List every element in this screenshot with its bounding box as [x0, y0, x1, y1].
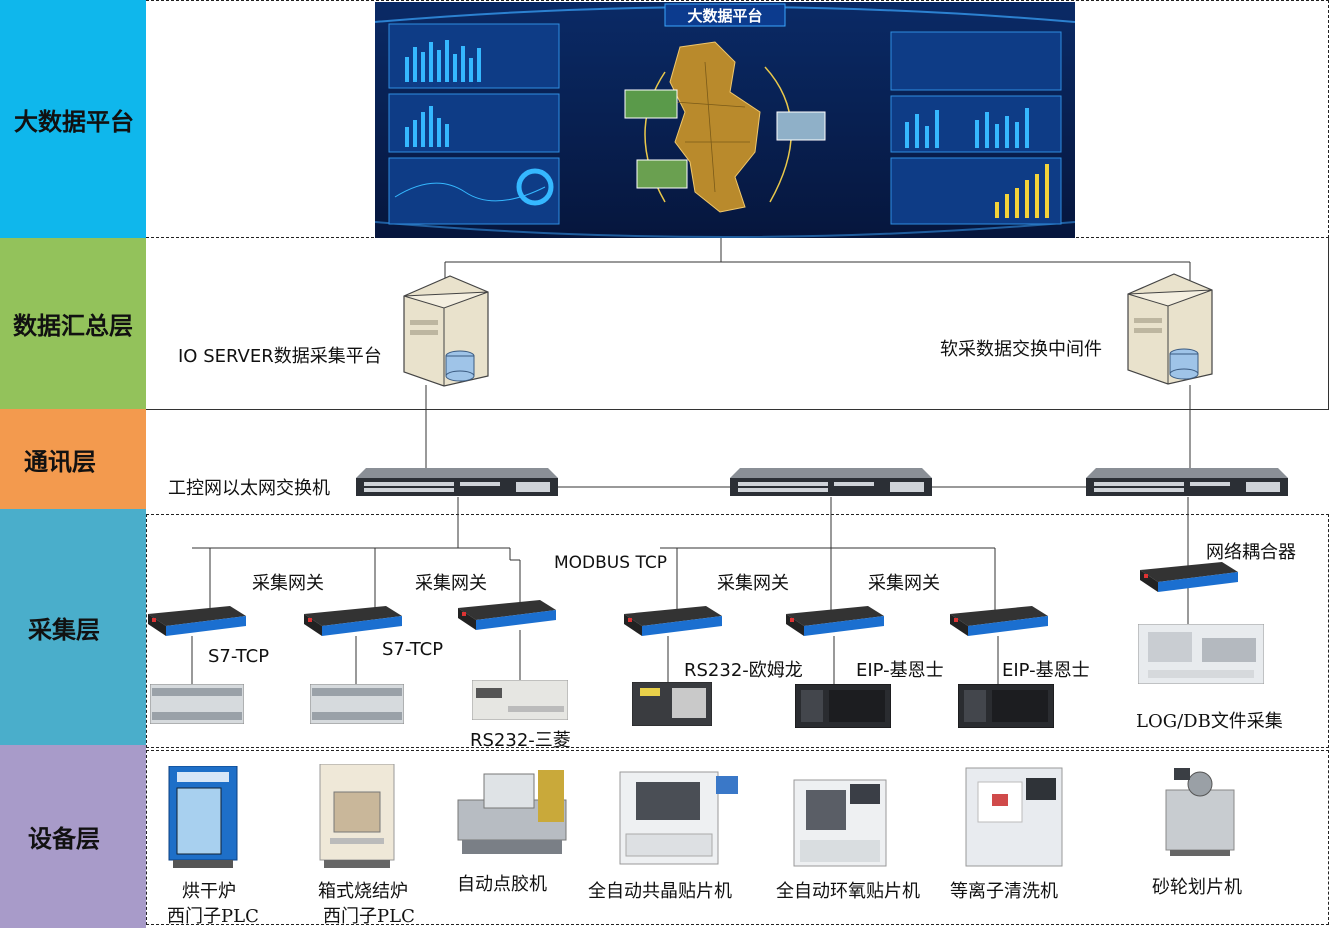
ethernet-switch-3: [1086, 468, 1288, 496]
industrial-pc: [1138, 624, 1264, 684]
ethernet-switch-1: [356, 468, 558, 496]
gateway-2: [304, 606, 402, 636]
epoxy-die-bonder-image: [793, 779, 887, 867]
gateway-label-2: 采集网关: [415, 573, 487, 594]
device-3-label: 自动点胶机: [457, 874, 547, 895]
acquisition-zone: [146, 514, 1329, 748]
device-4-label: 全自动共晶贴片机: [588, 881, 732, 902]
layer-label-device: 设备层: [0, 745, 146, 928]
dicing-saw-image: [1165, 768, 1235, 856]
ethernet-switch-2: [730, 468, 932, 496]
protocol-label-3: RS232-三菱: [470, 730, 571, 751]
plasma-cleaner-image: [965, 767, 1063, 867]
gateway-5: [786, 606, 884, 636]
modbus-label: MODBUS TCP: [554, 553, 667, 573]
device-2-line2: 西门子PLC: [323, 906, 415, 927]
io-server-icon: [403, 275, 489, 387]
network-coupler: [1140, 562, 1238, 592]
gateway-3: [458, 600, 556, 630]
soft-exchange-label: 软采数据交换中间件: [940, 339, 1102, 360]
device-1-line2: 西门子PLC: [167, 906, 259, 927]
device-6-label: 等离子清洗机: [950, 881, 1058, 902]
aggregation-zone: [146, 238, 1329, 410]
layer-label-acquisition: 采集层: [0, 509, 146, 745]
device-5-label: 全自动环氧贴片机: [776, 881, 920, 902]
siemens-plc-2: [310, 684, 404, 724]
layer-label-aggregation: 数据汇总层: [0, 238, 146, 409]
omron-plc: [632, 682, 712, 726]
protocol-label-1: S7-TCP: [208, 646, 270, 667]
siemens-plc-1: [150, 684, 244, 724]
protocol-label-5: EIP-基恩士: [856, 660, 944, 681]
sintering-furnace-image: [319, 764, 395, 868]
drying-oven-image: [168, 766, 238, 868]
eutectic-die-bonder-image: [619, 771, 738, 865]
io-server-label: IO SERVER数据采集平台: [178, 346, 382, 367]
coupler-label: 网络耦合器: [1206, 542, 1296, 563]
gateway-label-4: 采集网关: [868, 573, 940, 594]
dashboard-title: 大数据平台: [687, 7, 762, 25]
mitsubishi-plc: [472, 680, 568, 720]
dashboard-screen-image: 大数据平台: [375, 2, 1075, 238]
protocol-label-2: S7-TCP: [382, 639, 444, 660]
gateway-label-3: 采集网关: [717, 573, 789, 594]
device-2-line1: 箱式烧结炉: [318, 881, 408, 902]
device-1-line1: 烘干炉: [182, 881, 236, 902]
keyence-plc-1: [795, 684, 891, 728]
protocol-label-4: RS232-欧姆龙: [684, 660, 803, 681]
gateway-4: [624, 606, 722, 636]
gateway-6: [950, 606, 1048, 636]
keyence-plc-2: [958, 684, 1054, 728]
gateway-1: [148, 606, 246, 636]
log-collect-label: LOG/DB文件采集: [1136, 711, 1283, 732]
device-zone: [146, 750, 1329, 925]
protocol-label-6: EIP-基恩士: [1002, 660, 1090, 681]
dispensing-machine-image: [457, 770, 567, 854]
device-7-label: 砂轮划片机: [1152, 877, 1242, 898]
layer-label-communication: 通讯层: [0, 409, 146, 509]
layer-label-bigdata: 大数据平台: [0, 0, 146, 238]
switch-label: 工控网以太网交换机: [168, 478, 330, 499]
gateway-label-1: 采集网关: [252, 573, 324, 594]
soft-exchange-server-icon: [1127, 273, 1213, 385]
